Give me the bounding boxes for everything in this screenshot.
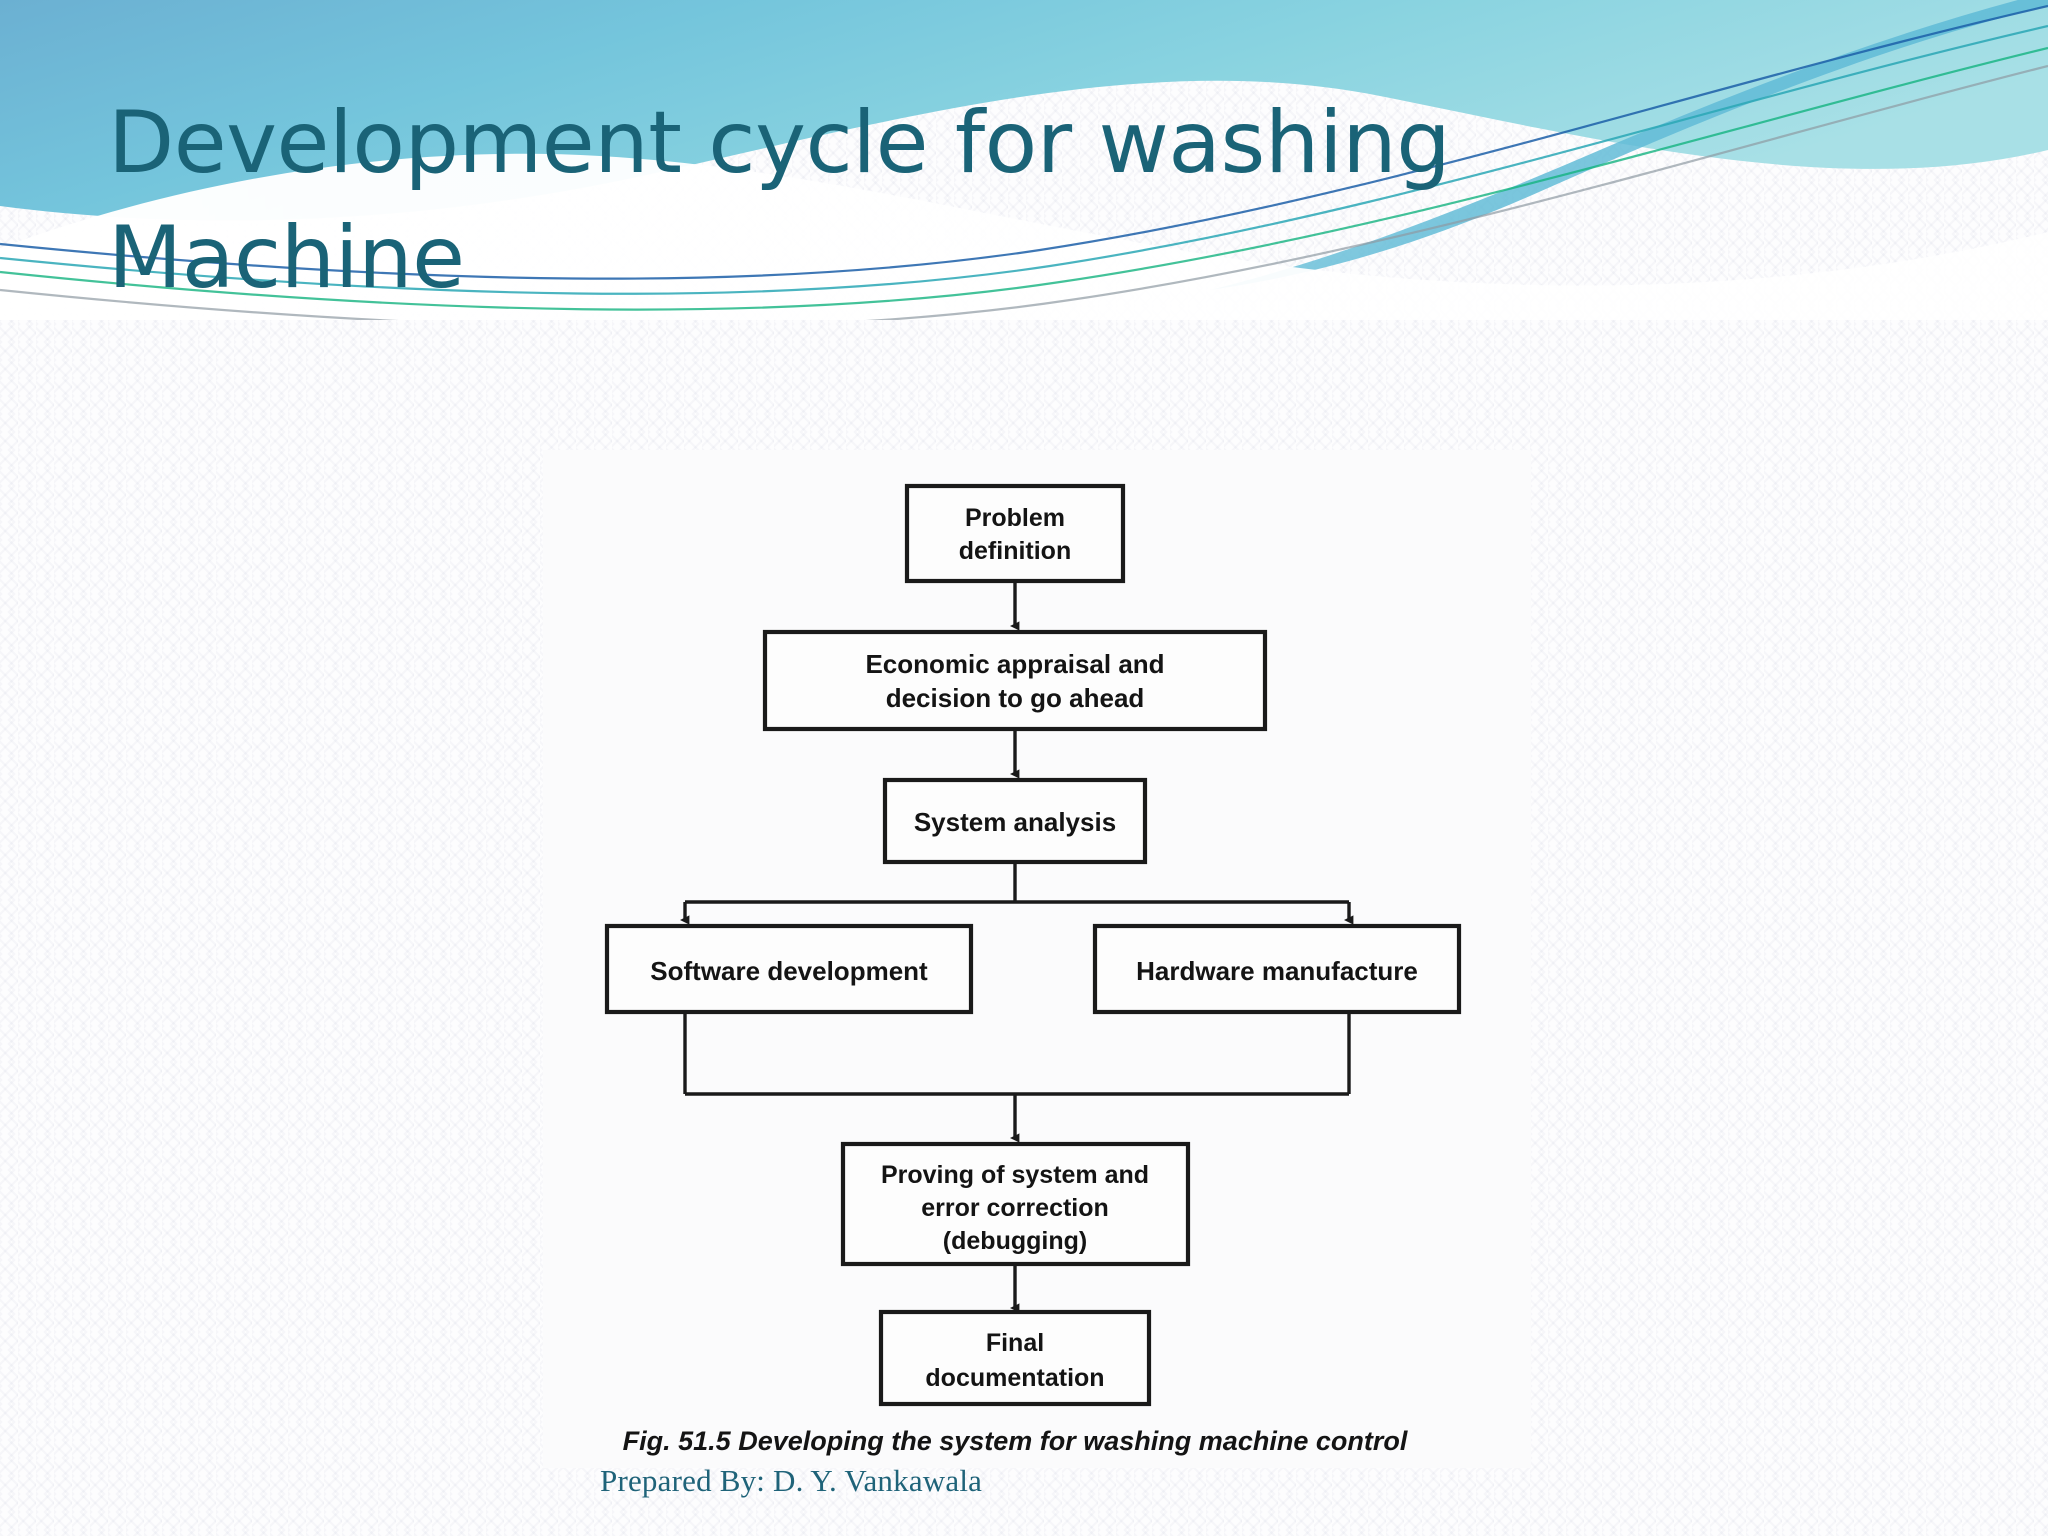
flowchart-connectors xyxy=(680,581,1354,1313)
node-box-economic-appraisal xyxy=(762,629,1268,732)
slide-title: Development cycle for washing Machine xyxy=(108,93,1451,309)
node-label-proving-line2: error correction xyxy=(921,1194,1109,1222)
flow-node-software-development: Software development xyxy=(604,923,974,1015)
flow-node-hardware-manufacture: Hardware manufacture xyxy=(1092,923,1462,1015)
banner-line-blue xyxy=(0,4,2048,280)
footer-credit-text: Prepared By: D. Y. Vankawala xyxy=(600,1463,983,1498)
flowchart-figure-image: Problem definition Economic appraisal an… xyxy=(543,450,1531,1468)
node-label-economic-appraisal-line2: decision to go ahead xyxy=(886,683,1145,713)
node-box-software-development xyxy=(604,923,974,1015)
flowchart-svg: Problem definition Economic appraisal an… xyxy=(543,450,1531,1468)
node-label-hardware-manufacture: Hardware manufacture xyxy=(1136,956,1418,986)
node-box-final-documentation xyxy=(878,1309,1152,1407)
node-label-proving-line3: (debugging) xyxy=(943,1227,1087,1255)
banner-line-teal xyxy=(0,24,2048,295)
node-box-hardware-manufacture xyxy=(1092,923,1462,1015)
node-label-final-documentation-line2: documentation xyxy=(925,1364,1104,1392)
node-box-system-analysis xyxy=(882,777,1148,865)
node-box-proving-of-system xyxy=(840,1141,1191,1267)
flow-node-proving-of-system: Proving of system and error correction (… xyxy=(840,1141,1191,1267)
node-label-problem-definition-line2: definition xyxy=(959,537,1071,565)
header-banner-decoration xyxy=(0,0,2048,320)
node-label-software-development: Software development xyxy=(650,956,928,986)
node-label-problem-definition-line1: Problem xyxy=(965,504,1065,532)
flow-node-economic-appraisal: Economic appraisal and decision to go ah… xyxy=(762,629,1268,732)
banner-line-grey xyxy=(0,64,2048,320)
banner-ribbon-shape xyxy=(1210,0,2048,290)
flow-node-final-documentation: Final documentation xyxy=(878,1309,1152,1407)
node-label-system-analysis: System analysis xyxy=(914,807,1116,837)
node-label-economic-appraisal-line1: Economic appraisal and xyxy=(865,649,1164,679)
node-label-proving-line1: Proving of system and xyxy=(881,1161,1149,1189)
banner-line-green xyxy=(0,46,2048,311)
figure-caption: Fig. 51.5 Developing the system for wash… xyxy=(623,1426,1408,1456)
flow-node-system-analysis: System analysis xyxy=(882,777,1148,865)
node-label-final-documentation-line1: Final xyxy=(986,1329,1044,1357)
node-box-problem-definition xyxy=(904,483,1126,584)
flow-node-problem-definition: Problem definition xyxy=(904,483,1126,584)
